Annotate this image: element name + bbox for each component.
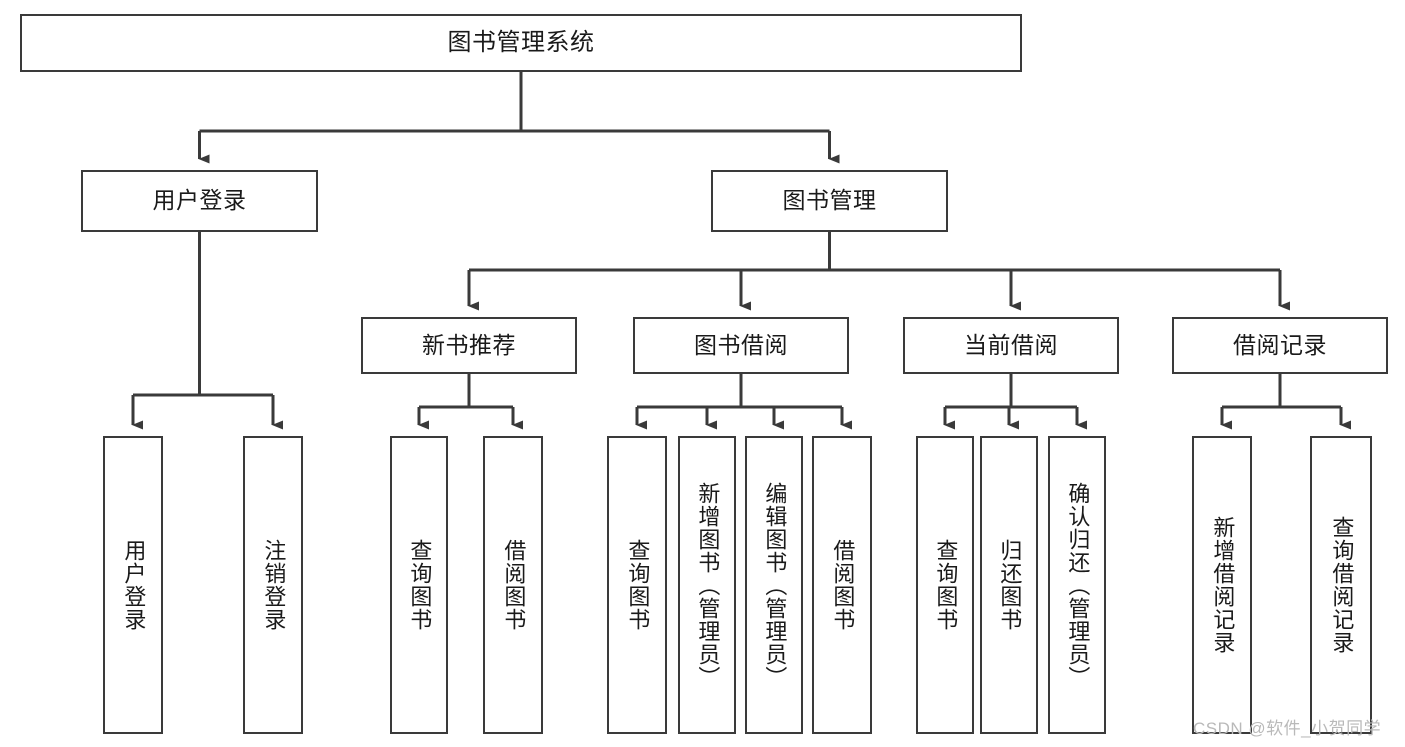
node-leaf-add-borrow-record[interactable]: 新增借阅记录 <box>1192 436 1252 734</box>
node-label: 编辑图书（管理员） <box>762 481 788 689</box>
node-label: 借阅图书 <box>501 539 527 631</box>
node-borrow-record[interactable]: 借阅记录 <box>1172 317 1388 374</box>
node-label: 借阅记录 <box>1233 331 1327 358</box>
node-leaf-borrow-book-2[interactable]: 借阅图书 <box>812 436 872 734</box>
node-leaf-user-login[interactable]: 用户登录 <box>103 436 163 734</box>
connector-lines <box>131 72 1351 430</box>
node-root-system[interactable]: 图书管理系统 <box>20 14 1022 72</box>
node-label: 确认归还（管理员） <box>1065 481 1091 689</box>
node-leaf-edit-book-admin[interactable]: 编辑图书（管理员） <box>745 436 803 734</box>
node-leaf-query-book-2[interactable]: 查询图书 <box>607 436 667 734</box>
node-label: 新书推荐 <box>422 331 516 358</box>
node-label: 图书管理 <box>782 187 877 214</box>
node-book-borrow[interactable]: 图书借阅 <box>633 317 849 374</box>
node-label: 注销登录 <box>261 539 287 631</box>
node-label: 新增借阅记录 <box>1210 516 1236 654</box>
node-label: 新增图书（管理员） <box>695 481 721 689</box>
node-leaf-query-borrow-record[interactable]: 查询借阅记录 <box>1310 436 1372 734</box>
node-leaf-query-book-3[interactable]: 查询图书 <box>916 436 974 734</box>
node-leaf-add-book-admin[interactable]: 新增图书（管理员） <box>678 436 736 734</box>
node-label: 当前借阅 <box>964 331 1058 358</box>
node-book-manage[interactable]: 图书管理 <box>711 170 948 232</box>
node-label: 借阅图书 <box>830 539 856 631</box>
node-leaf-confirm-return-admin[interactable]: 确认归还（管理员） <box>1048 436 1106 734</box>
node-leaf-borrow-book-1[interactable]: 借阅图书 <box>483 436 543 734</box>
node-user-login[interactable]: 用户登录 <box>81 170 318 232</box>
node-leaf-return-book[interactable]: 归还图书 <box>980 436 1038 734</box>
node-label: 查询图书 <box>407 539 433 631</box>
node-label: 用户登录 <box>152 187 247 214</box>
node-label: 用户登录 <box>121 539 147 631</box>
node-label: 查询图书 <box>933 539 959 631</box>
node-label: 归还图书 <box>997 539 1023 631</box>
node-label: 查询借阅记录 <box>1329 516 1355 654</box>
node-label: 图书借阅 <box>694 331 788 358</box>
node-label: 查询图书 <box>625 539 651 631</box>
node-label: 图书管理系统 <box>447 28 595 56</box>
node-leaf-user-logout[interactable]: 注销登录 <box>243 436 303 734</box>
node-current-borrow[interactable]: 当前借阅 <box>903 317 1119 374</box>
node-leaf-query-book-1[interactable]: 查询图书 <box>390 436 448 734</box>
node-new-book-recommend[interactable]: 新书推荐 <box>361 317 577 374</box>
